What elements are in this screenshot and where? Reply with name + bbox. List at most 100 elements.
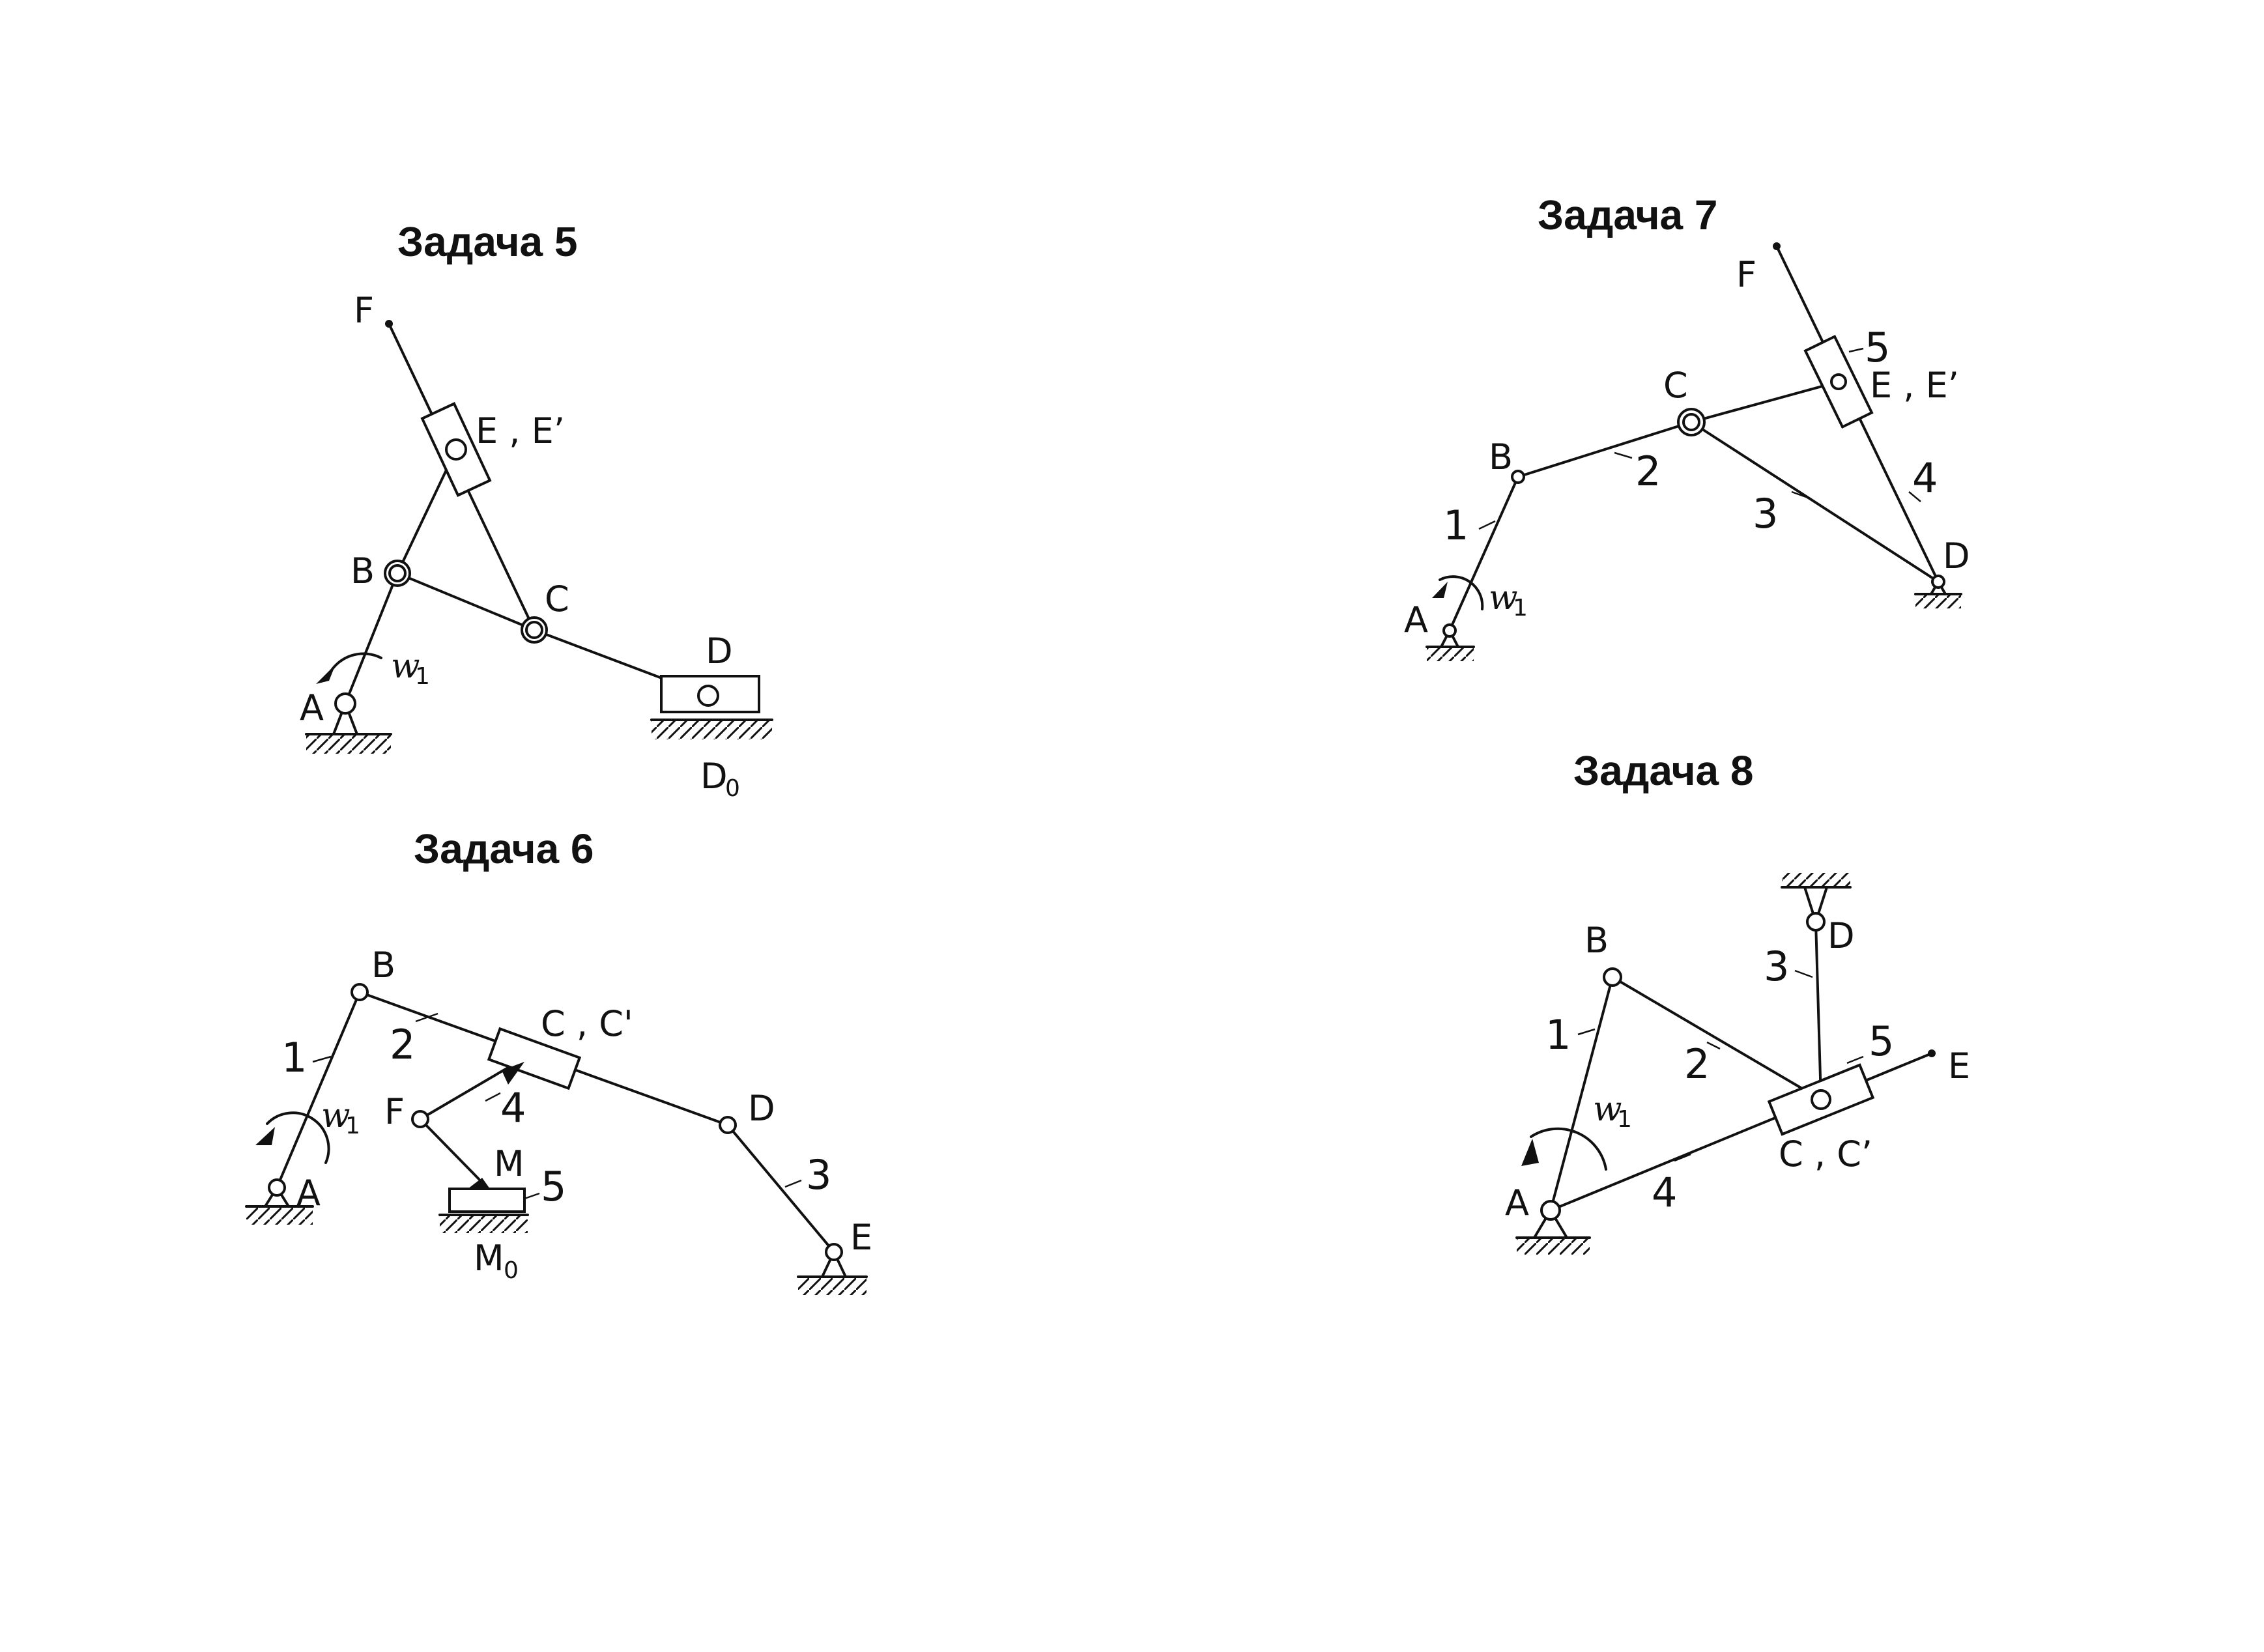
p7-point-f <box>1773 242 1781 250</box>
problem-8-diagram: Задача 8 B D <box>1505 747 1970 1255</box>
p6-ground-a-hatch <box>246 1208 313 1225</box>
p6-label-d: D <box>748 1088 775 1129</box>
p5-label-d0-sub: 0 <box>725 775 740 802</box>
p8-label-c: C , C’ <box>1779 1133 1872 1175</box>
p5-link-ab <box>344 572 399 705</box>
p6-link-f-m <box>419 1118 480 1180</box>
p6-label-omega-sub: 1 <box>345 1113 360 1139</box>
p6-label-m0-sub: 0 <box>504 1257 519 1284</box>
p7-leader-2 <box>1614 451 1633 459</box>
p7-label-omega-sub: 1 <box>1513 595 1528 621</box>
p7-num-3: 3 <box>1753 490 1778 537</box>
p7-link-ce <box>1690 380 1840 423</box>
p8-support-d <box>1803 886 1829 926</box>
p7-leader-4 <box>1908 491 1921 502</box>
p6-num-3: 3 <box>806 1151 831 1199</box>
p6-label-c: C , C' <box>541 1003 633 1044</box>
problem-5-diagram: Задача 5 F E , E’ <box>300 218 773 802</box>
problem-7-diagram: Задача 7 F <box>1404 192 1970 661</box>
p5-label-omega-sub: 1 <box>415 663 430 690</box>
p6-label-omega: w <box>321 1096 351 1135</box>
p5-ground-d-hatch <box>652 721 772 739</box>
p6-num-2: 2 <box>390 1021 415 1068</box>
p7-link-ab <box>1448 476 1519 632</box>
p6-leader-4 <box>485 1092 501 1102</box>
p7-leader-3 <box>1791 491 1809 499</box>
p8-leader-2 <box>1706 1041 1721 1050</box>
p6-slider-c <box>487 1027 582 1090</box>
p7-joint-b <box>1511 470 1525 484</box>
p5-joint-a <box>334 692 356 715</box>
p5-label-omega: w <box>391 647 420 686</box>
problem-7-title: Задача 7 <box>1538 192 1717 238</box>
p7-label-e: E , E’ <box>1870 365 1959 406</box>
p5-omega-arrowhead <box>316 664 336 684</box>
p7-omega-arc <box>1439 575 1484 610</box>
p6-num-5: 5 <box>541 1163 566 1210</box>
p8-joint-d <box>1806 912 1826 932</box>
p6-label-b: B <box>371 945 395 986</box>
problem-5-title: Задача 5 <box>397 218 577 265</box>
p8-ground-a-hatch <box>1517 1239 1590 1255</box>
p8-point-e <box>1928 1049 1936 1057</box>
p6-leader-5 <box>524 1192 540 1200</box>
p8-num-1: 1 <box>1545 1011 1571 1059</box>
p8-leader-4 <box>1674 1153 1691 1162</box>
p7-link-bc <box>1517 421 1693 478</box>
p8-num-2: 2 <box>1684 1040 1710 1088</box>
p6-ground-e-hatch <box>798 1278 867 1295</box>
p6-wedge-c <box>502 1062 524 1085</box>
p7-joint-d <box>1931 575 1945 589</box>
p6-label-e: E <box>850 1217 872 1258</box>
p8-joint-c <box>1811 1089 1831 1110</box>
p7-ground-d-hatch <box>1915 595 1961 608</box>
p5-label-d: D <box>706 631 733 672</box>
p5-support-a <box>332 700 359 735</box>
p5-label-e: E , E’ <box>476 410 565 451</box>
p5-point-f <box>385 320 393 328</box>
p8-label-b: B <box>1584 920 1609 961</box>
p8-label-d: D <box>1827 915 1855 956</box>
p7-num-1: 1 <box>1443 502 1469 549</box>
p7-label-b: B <box>1489 436 1513 477</box>
p7-label-f: F <box>1736 254 1756 295</box>
p8-num-4: 4 <box>1652 1169 1677 1216</box>
p5-label-d0: D <box>700 756 728 797</box>
p6-num-4: 4 <box>500 1084 526 1132</box>
p6-label-m: M <box>494 1143 524 1184</box>
p7-num-4: 4 <box>1912 454 1938 502</box>
p8-ground-d-hatch <box>1782 873 1850 886</box>
p7-support-a <box>1439 627 1461 648</box>
p6-link-f-c <box>419 1061 519 1120</box>
p8-omega-arc <box>1530 1127 1607 1171</box>
p8-label-omega: w <box>1593 1090 1622 1129</box>
p6-leader-2 <box>415 1012 438 1023</box>
p6-label-a: A <box>296 1173 321 1214</box>
p7-joint-a <box>1442 623 1457 638</box>
p6-omega-arc <box>266 1111 330 1164</box>
p6-label-m0: M <box>474 1238 504 1279</box>
p6-joint-f <box>411 1110 429 1128</box>
p6-joint-d <box>719 1116 737 1134</box>
p8-link-ae <box>1549 1052 1933 1212</box>
p7-label-a: A <box>1404 599 1428 640</box>
p7-num-5: 5 <box>1865 324 1890 371</box>
p8-omega-arrowhead <box>1521 1139 1539 1166</box>
p5-label-a: A <box>300 687 324 728</box>
p6-joint-b <box>351 983 369 1001</box>
p8-leader-5 <box>1846 1055 1864 1064</box>
p7-joint-e <box>1830 373 1847 390</box>
p5-ground-a-hatch <box>306 735 391 754</box>
p6-wedge-m <box>468 1178 490 1189</box>
p5-joint-d <box>697 685 719 707</box>
p6-leader-3 <box>784 1179 802 1188</box>
p8-leader-3 <box>1794 969 1813 978</box>
p8-num-3: 3 <box>1764 943 1789 990</box>
p5-link-bc <box>396 572 536 631</box>
p7-ground-a-hatch <box>1427 648 1474 661</box>
problem-6-diagram: Задача 6 <box>245 825 872 1295</box>
p8-link-dc <box>1814 920 1822 1101</box>
p7-num-2: 2 <box>1635 448 1661 495</box>
p5-label-c: C <box>545 578 569 620</box>
p5-omega-arc <box>328 652 382 676</box>
